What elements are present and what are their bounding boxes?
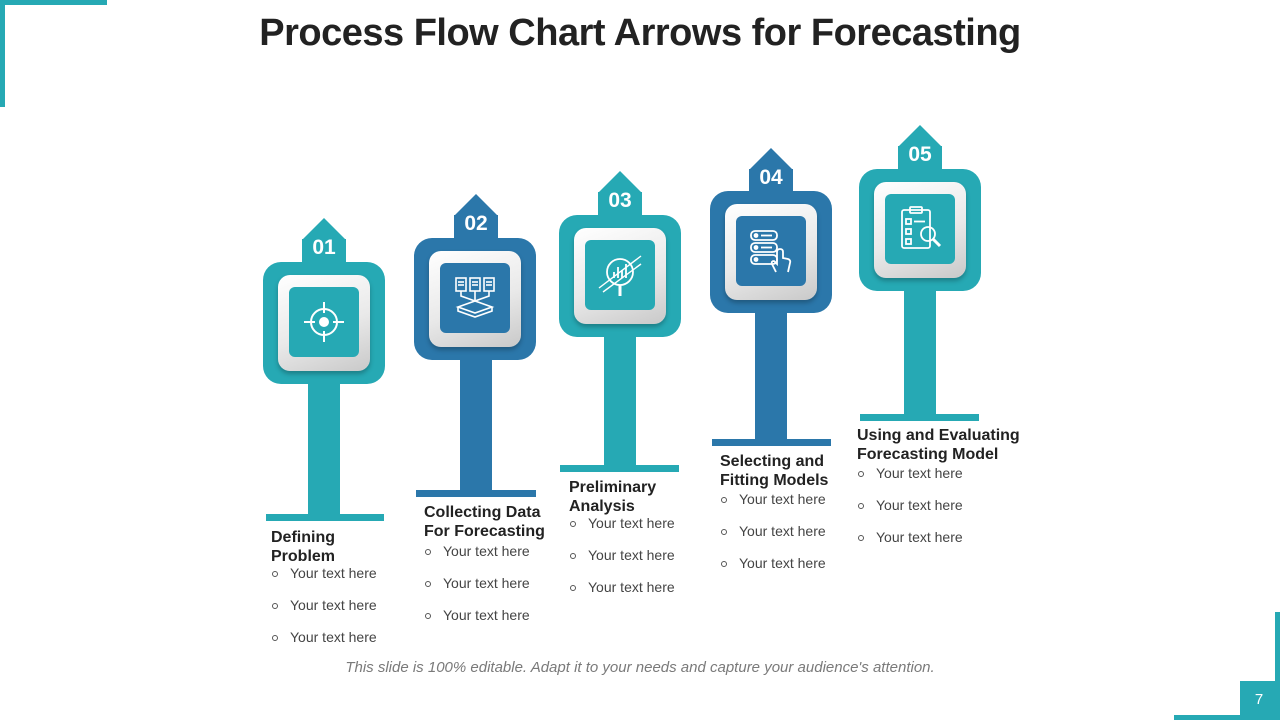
- step-5-title: Using and Evaluating Forecasting Model: [857, 427, 1020, 463]
- step-1-pole: [308, 380, 340, 516]
- step-1-number-tab: [302, 239, 346, 263]
- list-item: Your text here: [424, 542, 584, 574]
- list-item: Your text here: [720, 522, 880, 554]
- corner-accent-bottom-horizontal: [1174, 715, 1280, 720]
- step-2-title: Collecting Data For Forecasting: [424, 504, 545, 540]
- step-4-number-tab: [749, 169, 793, 193]
- step-5-icon-frame: [874, 182, 966, 278]
- corner-accent-bottom-vertical: [1275, 612, 1280, 720]
- step-3-number: 03: [608, 189, 632, 212]
- step-4-arrow-tip: [749, 148, 793, 170]
- list-item: Your text here: [424, 574, 584, 606]
- step-2-number: 02: [464, 212, 488, 235]
- step-3-bullets: Your text here Your text here Your text …: [569, 514, 729, 610]
- step-5-sign: [859, 169, 981, 291]
- step-4-sign: [710, 191, 832, 313]
- step-1-sign: [263, 262, 385, 384]
- step-3-sign: [559, 215, 681, 337]
- step-4-base: [712, 439, 831, 446]
- step-4-title: Selecting and Fitting Models: [720, 453, 829, 489]
- list-item: Your text here: [271, 596, 431, 628]
- documents-to-tray-icon: [440, 263, 510, 333]
- step-4-pole: [755, 310, 787, 442]
- step-4-number: 04: [759, 166, 783, 189]
- step-5-number: 05: [908, 143, 932, 166]
- step-2-icon-frame: [429, 251, 521, 347]
- step-2-bullets: Your text here Your text here Your text …: [424, 542, 584, 638]
- list-item: Your text here: [569, 514, 729, 546]
- list-item: Your text here: [857, 528, 1017, 560]
- target-icon: [289, 287, 359, 357]
- step-3-number-tab: [598, 192, 642, 216]
- step-2-arrow-tip: [454, 194, 498, 216]
- list-item: Your text here: [857, 464, 1017, 496]
- step-1-icon-frame: [278, 275, 370, 371]
- clipboard-search-icon: [885, 194, 955, 264]
- list-item: Your text here: [569, 546, 729, 578]
- list-item: Your text here: [271, 564, 431, 596]
- step-2-sign: [414, 238, 536, 360]
- step-1-number: 01: [312, 236, 336, 259]
- step-5-bullets: Your text here Your text here Your text …: [857, 464, 1017, 560]
- step-3-pole: [604, 333, 636, 467]
- list-item: Your text here: [271, 628, 431, 660]
- database-hand-icon: [736, 216, 806, 286]
- step-1-bullets: Your text here Your text here Your text …: [271, 564, 431, 660]
- step-4-icon-frame: [725, 204, 817, 300]
- step-3-arrow-tip: [598, 171, 642, 193]
- step-4-bullets: Your text here Your text here Your text …: [720, 490, 880, 586]
- step-2-base: [416, 490, 536, 497]
- step-1-base: [266, 514, 384, 521]
- list-item: Your text here: [569, 578, 729, 610]
- slide-title: Process Flow Chart Arrows for Forecastin…: [259, 12, 1021, 54]
- list-item: Your text here: [857, 496, 1017, 528]
- step-5-base: [860, 414, 979, 421]
- magnifier-chart-icon: [585, 240, 655, 310]
- list-item: Your text here: [720, 554, 880, 586]
- step-5-arrow-tip: [898, 125, 942, 147]
- step-5-pole: [904, 287, 936, 417]
- footer-note: This slide is 100% editable. Adapt it to…: [345, 659, 935, 676]
- list-item: Your text here: [424, 606, 584, 638]
- step-2-number-tab: [454, 215, 498, 239]
- step-3-icon-frame: [574, 228, 666, 324]
- step-3-base: [560, 465, 679, 472]
- page-number: 7: [1240, 681, 1278, 717]
- step-3-title: Preliminary Analysis: [569, 479, 657, 515]
- corner-accent-top-horizontal: [0, 0, 107, 5]
- corner-accent-top-vertical: [0, 0, 5, 107]
- step-1-arrow-tip: [302, 218, 346, 240]
- step-2-pole: [460, 356, 492, 492]
- list-item: Your text here: [720, 490, 880, 522]
- step-5-number-tab: [898, 146, 942, 170]
- step-1-title: Defining Problem: [271, 529, 336, 565]
